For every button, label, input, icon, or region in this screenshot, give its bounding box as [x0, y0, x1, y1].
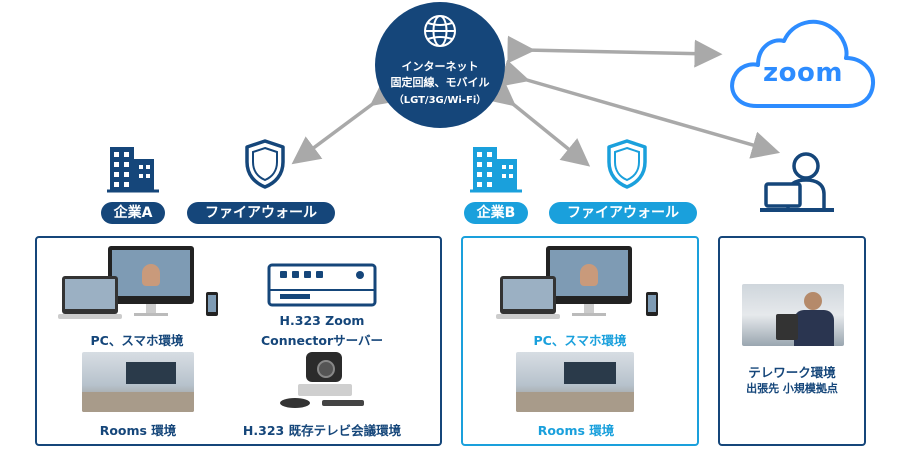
pc-caption-b: PC、スマホ環境 [533, 333, 627, 348]
pc-smartphone-image-a [58, 246, 222, 324]
globe-icon [424, 15, 456, 47]
connector-caption-line1: H.323 Zoom [279, 313, 365, 328]
internet-label-line2: 固定回線、モバイル [390, 76, 490, 89]
internet-label-line1: インターネット [401, 60, 479, 73]
server-icon [267, 263, 377, 307]
shield-icon-a [245, 139, 285, 189]
rooms-caption-a: Rooms 環境 [99, 423, 177, 438]
internet-node: インターネット 固定回線、モバイル （LGT/3G/Wi-Fi） [375, 2, 505, 128]
telework-caption: テレワーク環境 [748, 365, 836, 380]
zoom-cloud-icon [730, 19, 876, 108]
building-icon-b [470, 147, 522, 193]
shield-icon-b [607, 139, 647, 189]
arrow-internet-zoom [507, 35, 723, 68]
arrow-internet-firewall-a [291, 78, 401, 165]
internet-label-line3: （LGT/3G/Wi-Fi） [393, 95, 487, 106]
h323-caption: H.323 既存テレビ会議環境 [242, 423, 402, 438]
rooms-photo-b [516, 352, 634, 412]
pc-smartphone-image-b [496, 246, 664, 324]
building-icon-a [107, 147, 159, 193]
connector-caption-line2: Connectorサーバー [260, 333, 384, 348]
telework-person-icon [760, 152, 834, 212]
h323-system-image [278, 352, 370, 412]
company-b-label: 企業B [464, 202, 528, 224]
firewall-a-label: ファイアウォール [187, 202, 335, 224]
rooms-photo-a [82, 352, 194, 412]
telework-photo [742, 284, 844, 346]
company-a-label: 企業A [101, 202, 165, 224]
arrow-internet-telework [499, 59, 781, 159]
company-a-panel [35, 236, 442, 446]
telework-sub-caption: 出張先 小規模拠点 [746, 382, 838, 395]
telework-panel [718, 236, 866, 446]
zoom-logo: zoom [763, 58, 843, 88]
company-b-panel [461, 236, 699, 446]
firewall-b-label: ファイアウォール [549, 202, 697, 224]
rooms-caption-b: Rooms 環境 [537, 423, 615, 438]
pc-caption-a: PC、スマホ環境 [90, 333, 184, 348]
